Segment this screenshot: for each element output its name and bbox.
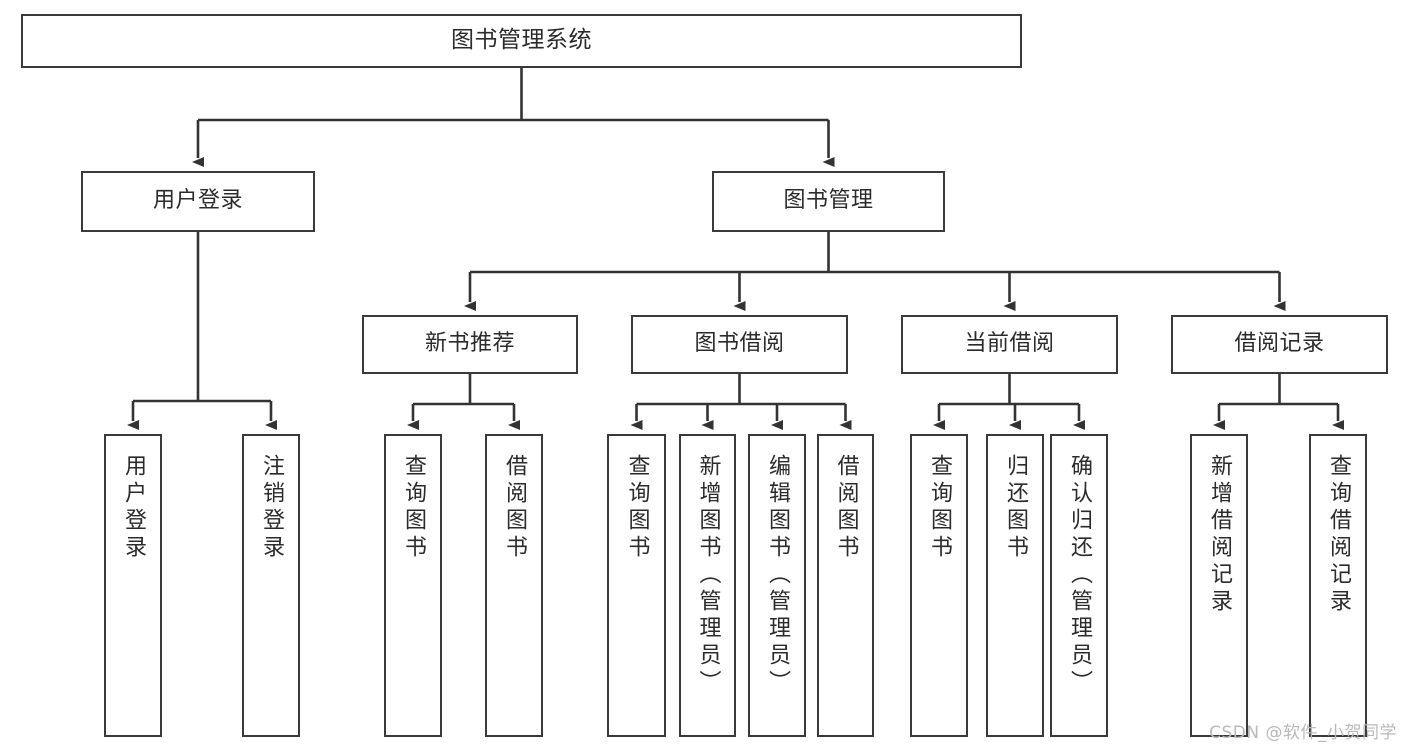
- node-label: 注销登录: [259, 454, 284, 562]
- node-label: 图书借阅: [694, 331, 785, 357]
- node-book-management[interactable]: 图书管理: [712, 171, 945, 232]
- node-leaf-add-book-admin[interactable]: 新增图书（管理员）: [679, 434, 736, 737]
- node-borrowing-record[interactable]: 借阅记录: [1171, 315, 1388, 374]
- node-label: 新书推荐: [424, 331, 515, 357]
- node-leaf-user-logout[interactable]: 注销登录: [242, 434, 300, 737]
- node-new-book-recommendation[interactable]: 新书推荐: [362, 315, 578, 374]
- node-label: 当前借阅: [964, 331, 1055, 357]
- node-leaf-user-login[interactable]: 用户登录: [104, 434, 162, 737]
- node-leaf-query-book-current[interactable]: 查询图书: [910, 434, 968, 737]
- node-leaf-query-book-borrow[interactable]: 查询图书: [607, 434, 666, 737]
- node-label: 新增借阅记录: [1207, 454, 1232, 616]
- node-label: 借阅图书: [833, 454, 859, 562]
- node-leaf-confirm-return-admin[interactable]: 确认归还（管理员）: [1050, 434, 1108, 737]
- node-leaf-borrow-book-recommend[interactable]: 借阅图书: [485, 434, 543, 737]
- node-label: 图书管理: [783, 188, 874, 214]
- node-leaf-add-borrow-record[interactable]: 新增借阅记录: [1190, 434, 1248, 737]
- node-label: 查询借阅记录: [1326, 454, 1351, 616]
- node-label: 查询图书: [927, 454, 952, 562]
- node-label: 查询图书: [401, 454, 426, 562]
- node-current-borrowing[interactable]: 当前借阅: [901, 315, 1118, 374]
- csdn-watermark: CSDN @软件_小贺同学: [1209, 723, 1397, 743]
- node-label: 确认归还（管理员）: [1067, 454, 1092, 697]
- node-label: 图书管理系统: [451, 27, 592, 54]
- node-label: 查询图书: [624, 454, 650, 562]
- node-label: 归还图书: [1003, 454, 1028, 562]
- node-book-borrowing[interactable]: 图书借阅: [631, 315, 848, 374]
- node-user-login[interactable]: 用户登录: [81, 171, 315, 232]
- node-leaf-return-book[interactable]: 归还图书: [986, 434, 1044, 737]
- node-leaf-edit-book-admin[interactable]: 编辑图书（管理员）: [748, 434, 806, 737]
- node-label: 借阅图书: [502, 454, 527, 562]
- node-leaf-query-book-recommend[interactable]: 查询图书: [384, 434, 442, 737]
- node-leaf-borrow-book[interactable]: 借阅图书: [817, 434, 874, 737]
- node-leaf-query-borrow-record[interactable]: 查询借阅记录: [1309, 434, 1367, 737]
- node-label: 编辑图书（管理员）: [765, 454, 790, 697]
- node-label: 新增图书（管理员）: [695, 454, 721, 697]
- node-label: 借阅记录: [1234, 331, 1325, 357]
- node-root-book-management-system[interactable]: 图书管理系统: [21, 14, 1022, 68]
- node-label: 用户登录: [152, 188, 243, 214]
- node-label: 用户登录: [121, 454, 146, 562]
